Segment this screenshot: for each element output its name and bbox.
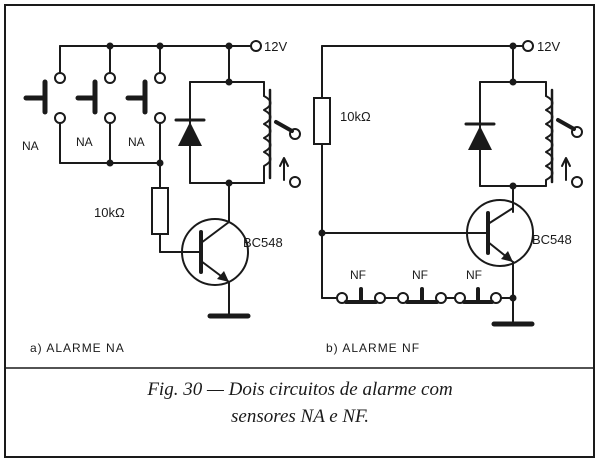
switch-na-3: NA <box>125 45 166 164</box>
resistor-label-b: 10kΩ <box>340 109 371 124</box>
circuit-a: 12V NA NA NA <box>22 39 301 355</box>
diode-b <box>464 122 496 150</box>
relay-coil-b <box>545 95 554 187</box>
switch-nf-1: NF <box>336 268 386 304</box>
supply-terminal-b <box>522 40 534 52</box>
switch-nf-3: NF <box>454 268 502 304</box>
diode-a <box>174 118 206 146</box>
switch-label: NF <box>412 268 428 282</box>
supply-label-b: 12V <box>537 39 560 54</box>
switch-label: NA <box>22 139 39 153</box>
circuit-b: 12V 10kΩ <box>313 39 583 355</box>
switch-label: NA <box>128 135 145 149</box>
relay-contact-b <box>556 118 583 188</box>
caption-circuit-a: a) ALARME NA <box>30 341 125 355</box>
switch-label: NF <box>350 268 366 282</box>
supply-label-a: 12V <box>264 39 287 54</box>
figure-caption-line1: Fig. 30 — Dois circuitos de alarme com <box>146 379 452 400</box>
supply-terminal-a <box>250 40 262 52</box>
resistor-label-a: 10kΩ <box>94 205 125 220</box>
switch-label: NF <box>466 268 482 282</box>
relay-contact-a <box>274 120 301 188</box>
switch-nf-2: NF <box>397 268 447 304</box>
resistor-a <box>151 187 169 235</box>
transistor-b <box>466 199 534 267</box>
figure-frame <box>4 4 595 458</box>
caption-circuit-b: b) ALARME NF <box>326 341 420 355</box>
switch-label: NA <box>76 135 93 149</box>
transistor-label-a: BC548 <box>243 235 283 250</box>
transistor-a <box>181 218 249 286</box>
resistor-b <box>313 97 331 145</box>
switch-na-2: NA <box>75 45 116 164</box>
switch-na-1: NA <box>22 45 66 164</box>
figure-caption-line2: sensores NA e NF. <box>231 406 369 427</box>
transistor-label-b: BC548 <box>532 232 572 247</box>
